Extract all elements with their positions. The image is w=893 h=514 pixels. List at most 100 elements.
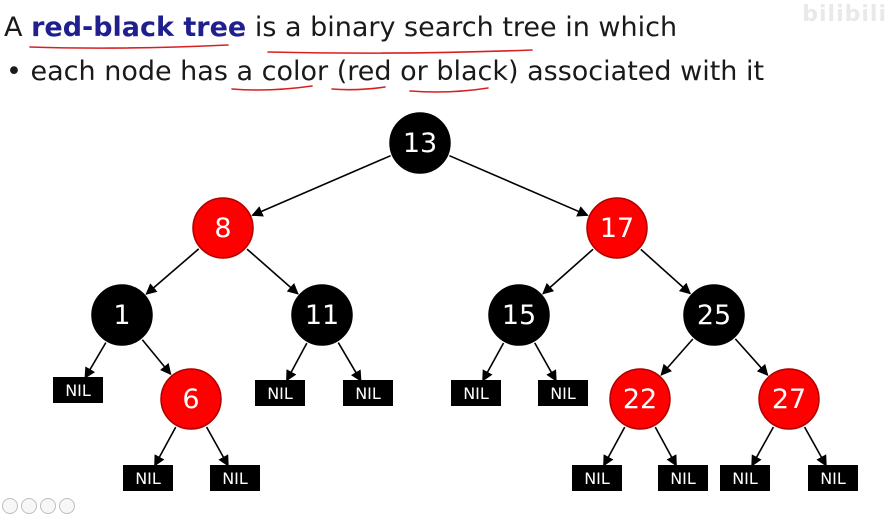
tree-edge xyxy=(84,342,107,379)
nil-label: NIL xyxy=(463,384,489,403)
nil-label: NIL xyxy=(670,469,696,488)
nil-leaf: NIL xyxy=(255,380,305,406)
nil-leaf: NIL xyxy=(123,465,173,491)
intro-text-pre: A xyxy=(4,12,32,43)
nil-box xyxy=(53,377,103,403)
nil-label: NIL xyxy=(65,381,91,400)
nil-leaf: NIL xyxy=(53,377,103,403)
word-black: black xyxy=(436,56,508,87)
node-circle xyxy=(291,284,353,346)
node-label: 22 xyxy=(623,384,657,415)
tree-edge xyxy=(141,339,172,376)
nil-box xyxy=(343,380,393,406)
annotation-underlines xyxy=(29,44,533,93)
tree-edge xyxy=(337,342,362,382)
tree-node-11: 11 xyxy=(291,284,353,346)
keyword-red-black-tree: red-black tree xyxy=(31,12,247,43)
nil-label: NIL xyxy=(267,384,293,403)
node-label: 13 xyxy=(403,128,437,159)
nil-box xyxy=(538,380,588,406)
nil-leaf: NIL xyxy=(720,465,770,491)
bullet-text-post: ) associated with it xyxy=(507,56,765,87)
node-label: 17 xyxy=(600,213,634,244)
bullet-text-pre: each node has a xyxy=(21,56,262,87)
nil-label: NIL xyxy=(584,469,610,488)
nil-box xyxy=(808,465,858,491)
node-circle xyxy=(586,197,648,259)
nil-label: NIL xyxy=(355,384,381,403)
player-control-icon[interactable] xyxy=(59,498,75,514)
tree-node-8: 8 xyxy=(192,197,254,259)
node-label: 8 xyxy=(214,213,231,244)
tree-node-27: 27 xyxy=(758,368,820,430)
tree-node-1: 1 xyxy=(91,284,153,346)
player-control-icon[interactable] xyxy=(2,498,18,514)
nil-leaf: NIL xyxy=(451,380,501,406)
tree-edge xyxy=(803,426,827,467)
tree-edge xyxy=(734,338,769,376)
node-circle xyxy=(91,284,153,346)
nil-label: NIL xyxy=(135,469,161,488)
node-label: 27 xyxy=(772,384,806,415)
word-color: color xyxy=(261,56,329,87)
intro-text-post: is a binary search tree in which xyxy=(246,12,678,43)
nil-box xyxy=(658,465,708,491)
nil-leaf: NIL xyxy=(343,380,393,406)
nil-leaf: NIL xyxy=(658,465,708,491)
tree-edge xyxy=(640,248,692,295)
nil-box xyxy=(255,380,305,406)
tree-edge xyxy=(751,426,775,467)
node-circle xyxy=(609,368,671,430)
player-control-icon[interactable] xyxy=(40,498,56,514)
tree-edge xyxy=(542,248,594,295)
nil-label: NIL xyxy=(732,469,758,488)
nil-box xyxy=(210,465,260,491)
tree-edge xyxy=(285,342,308,382)
tree-edge xyxy=(145,248,200,295)
tree-edges xyxy=(84,154,827,467)
tree-edge xyxy=(660,338,694,376)
player-controls xyxy=(2,498,75,514)
tree-edge xyxy=(602,426,626,467)
tree-edge xyxy=(449,154,589,217)
nil-label: NIL xyxy=(820,469,846,488)
nil-label: NIL xyxy=(550,384,576,403)
bullet-line: • each node has a color (red or black) a… xyxy=(6,58,764,85)
bullet-icon: • xyxy=(6,56,22,87)
watermark-logo: bilibili xyxy=(802,2,887,27)
bullet-text-or: or xyxy=(391,56,437,87)
tree-edge xyxy=(205,426,229,467)
nil-leaf: NIL xyxy=(572,465,622,491)
player-control-icon[interactable] xyxy=(21,498,37,514)
nil-leaf: NIL xyxy=(808,465,858,491)
tree-edge xyxy=(534,342,557,382)
tree-node-25: 25 xyxy=(683,284,745,346)
node-label: 15 xyxy=(502,300,536,331)
node-circle xyxy=(683,284,745,346)
tree-node-22: 22 xyxy=(609,368,671,430)
nil-box xyxy=(720,465,770,491)
node-circle xyxy=(758,368,820,430)
tree-node-15: 15 xyxy=(488,284,550,346)
tree-node-17: 17 xyxy=(586,197,648,259)
node-circle xyxy=(160,368,222,430)
nil-leaf: NIL xyxy=(210,465,260,491)
nil-box xyxy=(572,465,622,491)
intro-line: A red-black tree is a binary search tree… xyxy=(4,14,677,41)
node-circle xyxy=(389,112,451,174)
tree-edge xyxy=(153,426,177,467)
node-label: 1 xyxy=(113,300,130,331)
node-label: 25 xyxy=(697,300,731,331)
node-circle xyxy=(192,197,254,259)
node-circle xyxy=(488,284,550,346)
tree-edge xyxy=(482,342,505,382)
tree-node-6: 6 xyxy=(160,368,222,430)
nil-leaf: NIL xyxy=(538,380,588,406)
node-label: 6 xyxy=(182,384,199,415)
tree-node-13: 13 xyxy=(389,112,451,174)
bullet-text-mid: ( xyxy=(328,56,348,87)
tree-edge xyxy=(654,426,678,467)
word-red: red xyxy=(347,56,392,87)
